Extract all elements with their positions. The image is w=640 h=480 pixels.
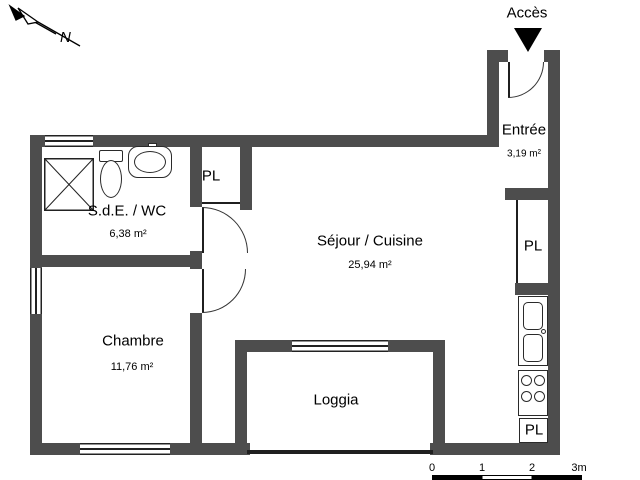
wall-loggia-top-left [235, 340, 292, 352]
wall-closet-hall-right [240, 135, 252, 210]
wall-loggia-left [235, 340, 247, 455]
room-label-entree: Entrée [501, 121, 547, 139]
room-area-sde: 6,38 m² [109, 228, 147, 240]
kitchen-sink-bowl-1 [523, 302, 543, 330]
room-area-sejour: 25,94 m² [348, 259, 392, 271]
wall-entree-bottom-stub [505, 188, 560, 200]
burner-1 [521, 375, 532, 386]
closet-hall-door-line [202, 202, 240, 204]
closet-label-bottom: PL [524, 421, 544, 439]
room-label-chambre: Chambre [102, 332, 164, 350]
closet-kitchen-door-line [516, 200, 518, 283]
kitchen-tap-icon [541, 329, 546, 334]
wall-partition-chambre [190, 313, 202, 455]
room-label-loggia: Loggia [313, 391, 359, 409]
window-chambre-bottom [80, 443, 170, 455]
compass-north-label: N [60, 29, 71, 46]
room-label-sejour: Séjour / Cuisine [317, 232, 423, 250]
burner-3 [521, 391, 532, 402]
wall-entree-left [487, 50, 499, 147]
scale-tick-2: 2 [528, 462, 536, 474]
closet-bottom-box [519, 418, 548, 443]
entry-door-arc [508, 62, 544, 98]
sde-door-arc [202, 207, 248, 253]
scale-bar-ruler [432, 475, 582, 480]
kitchen-sink-bowl-2 [523, 334, 543, 362]
wall-loggia-right [433, 340, 445, 455]
bay-window-loggia [292, 340, 388, 352]
north-compass-icon: N [8, 4, 81, 47]
access-arrow-icon [514, 28, 542, 52]
room-label-sde: S.d.E. / WC [87, 202, 167, 220]
window-chambre-left [30, 268, 42, 314]
burner-2 [534, 375, 545, 386]
wall-entree-top-left [487, 50, 508, 62]
toilet-bowl-icon [100, 160, 122, 198]
shower-icon [44, 158, 94, 211]
burner-4 [534, 391, 545, 402]
room-area-entree: 3,19 m² [507, 148, 541, 160]
access-label: Accès [506, 4, 548, 22]
wall-kitchen-stub [515, 283, 560, 295]
closet-label-kitchen: PL [523, 237, 543, 255]
wall-sde-chambre [30, 255, 202, 267]
wall-exterior-top [30, 135, 499, 147]
loggia-edge-line [247, 450, 433, 454]
scale-tick-3: 3m [571, 462, 587, 474]
scale-bar: 0 1 2 3m [428, 462, 590, 480]
wall-loggia-top-right [388, 340, 445, 352]
wall-exterior-right [548, 50, 560, 455]
window-sde [45, 135, 93, 147]
room-area-chambre: 11,76 m² [110, 361, 154, 373]
closet-label-hall: PL [201, 167, 221, 185]
scale-tick-0: 0 [428, 462, 436, 474]
wall-exterior-bottom-right [430, 443, 560, 455]
washbasin-bowl-icon [134, 151, 166, 173]
scale-tick-1: 1 [478, 462, 486, 474]
chambre-door-arc [202, 269, 246, 313]
wall-partition-sde [190, 135, 202, 207]
